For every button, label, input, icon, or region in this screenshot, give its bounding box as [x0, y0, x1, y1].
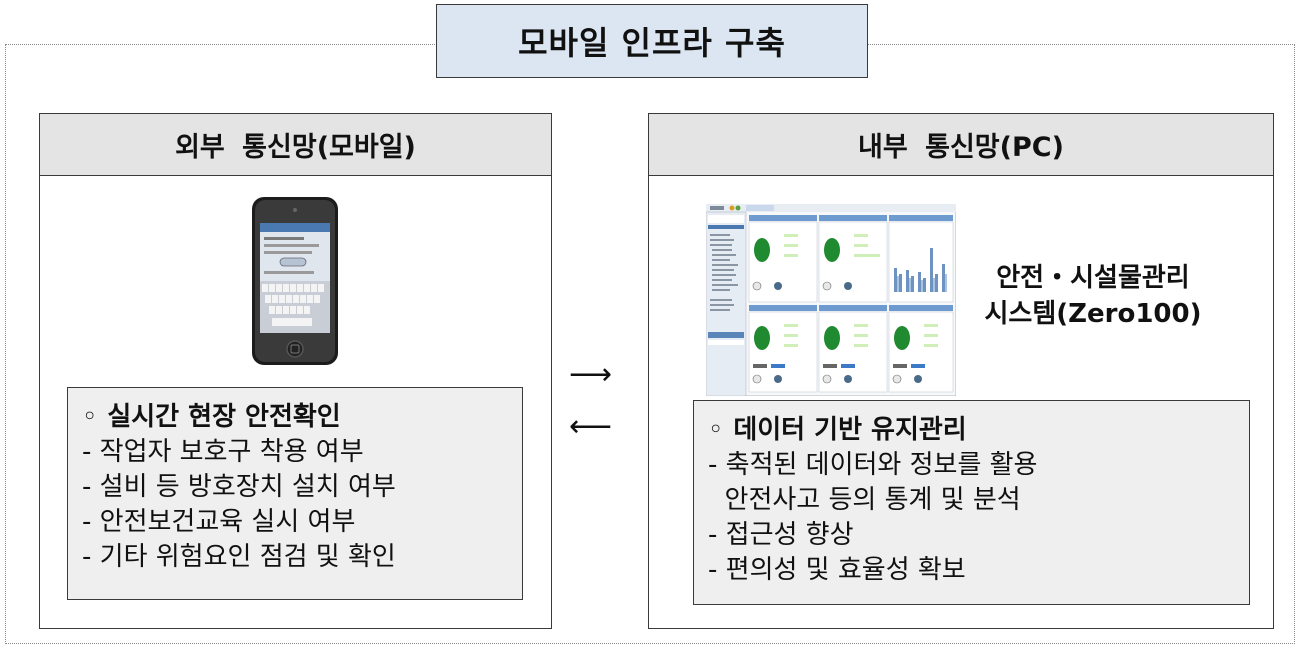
pc-features-heading-text: 데이터 기반 유지관리 [733, 415, 967, 445]
internal-network-header: 내부 통신망(PC) [649, 114, 1273, 176]
bullet-icon: ◦ [82, 402, 98, 432]
arrow-left-icon: ⟵ [569, 409, 613, 444]
dashboard-screenshot-image [706, 204, 956, 396]
external-network-header-text: 외부 통신망(모바일) [175, 132, 416, 163]
pc-features-heading: ◦ 데이터 기반 유지관리 [708, 413, 1249, 448]
diagram-title: 모바일 인프라 구축 [436, 4, 868, 78]
bullet-icon: ◦ [708, 415, 724, 445]
diagram-title-text: 모바일 인프라 구축 [518, 24, 786, 62]
pc-feature-item: 안전사고 등의 통계 및 분석 [708, 485, 1021, 515]
mobile-features-heading-text: 실시간 현장 안전확인 [107, 402, 341, 432]
external-network-header: 외부 통신망(모바일) [40, 114, 551, 176]
system-name-line2: 시스템(Zero100) [984, 299, 1202, 329]
mobile-features-box: ◦ 실시간 현장 안전확인 - 작업자 보호구 착용 여부 - 설비 등 방호장치… [67, 387, 523, 600]
arrow-right-icon: ⟶ [569, 357, 613, 392]
mobile-feature-item: - 작업자 보호구 착용 여부 [82, 437, 364, 467]
mobile-feature-item: - 안전보건교육 실시 여부 [82, 507, 356, 537]
pc-feature-item: - 접근성 향상 [708, 520, 854, 550]
smartphone-image [252, 197, 338, 365]
pc-feature-item: - 축적된 데이터와 정보를 활용 [708, 450, 1038, 480]
internal-network-header-text: 내부 통신망(PC) [858, 132, 1064, 163]
mobile-features-heading: ◦ 실시간 현장 안전확인 [82, 400, 522, 435]
mobile-feature-item: - 기타 위험요인 점검 및 확인 [82, 542, 396, 572]
system-name-line1: 안전・시설물관리 [996, 263, 1190, 293]
pc-feature-item: - 편의성 및 효율성 확보 [708, 555, 966, 585]
system-name-label: 안전・시설물관리 시스템(Zero100) [962, 260, 1224, 332]
pc-features-box: ◦ 데이터 기반 유지관리 - 축적된 데이터와 정보를 활용 안전사고 등의 통… [693, 400, 1250, 605]
mobile-feature-item: - 설비 등 방호장치 설치 여부 [82, 472, 396, 502]
